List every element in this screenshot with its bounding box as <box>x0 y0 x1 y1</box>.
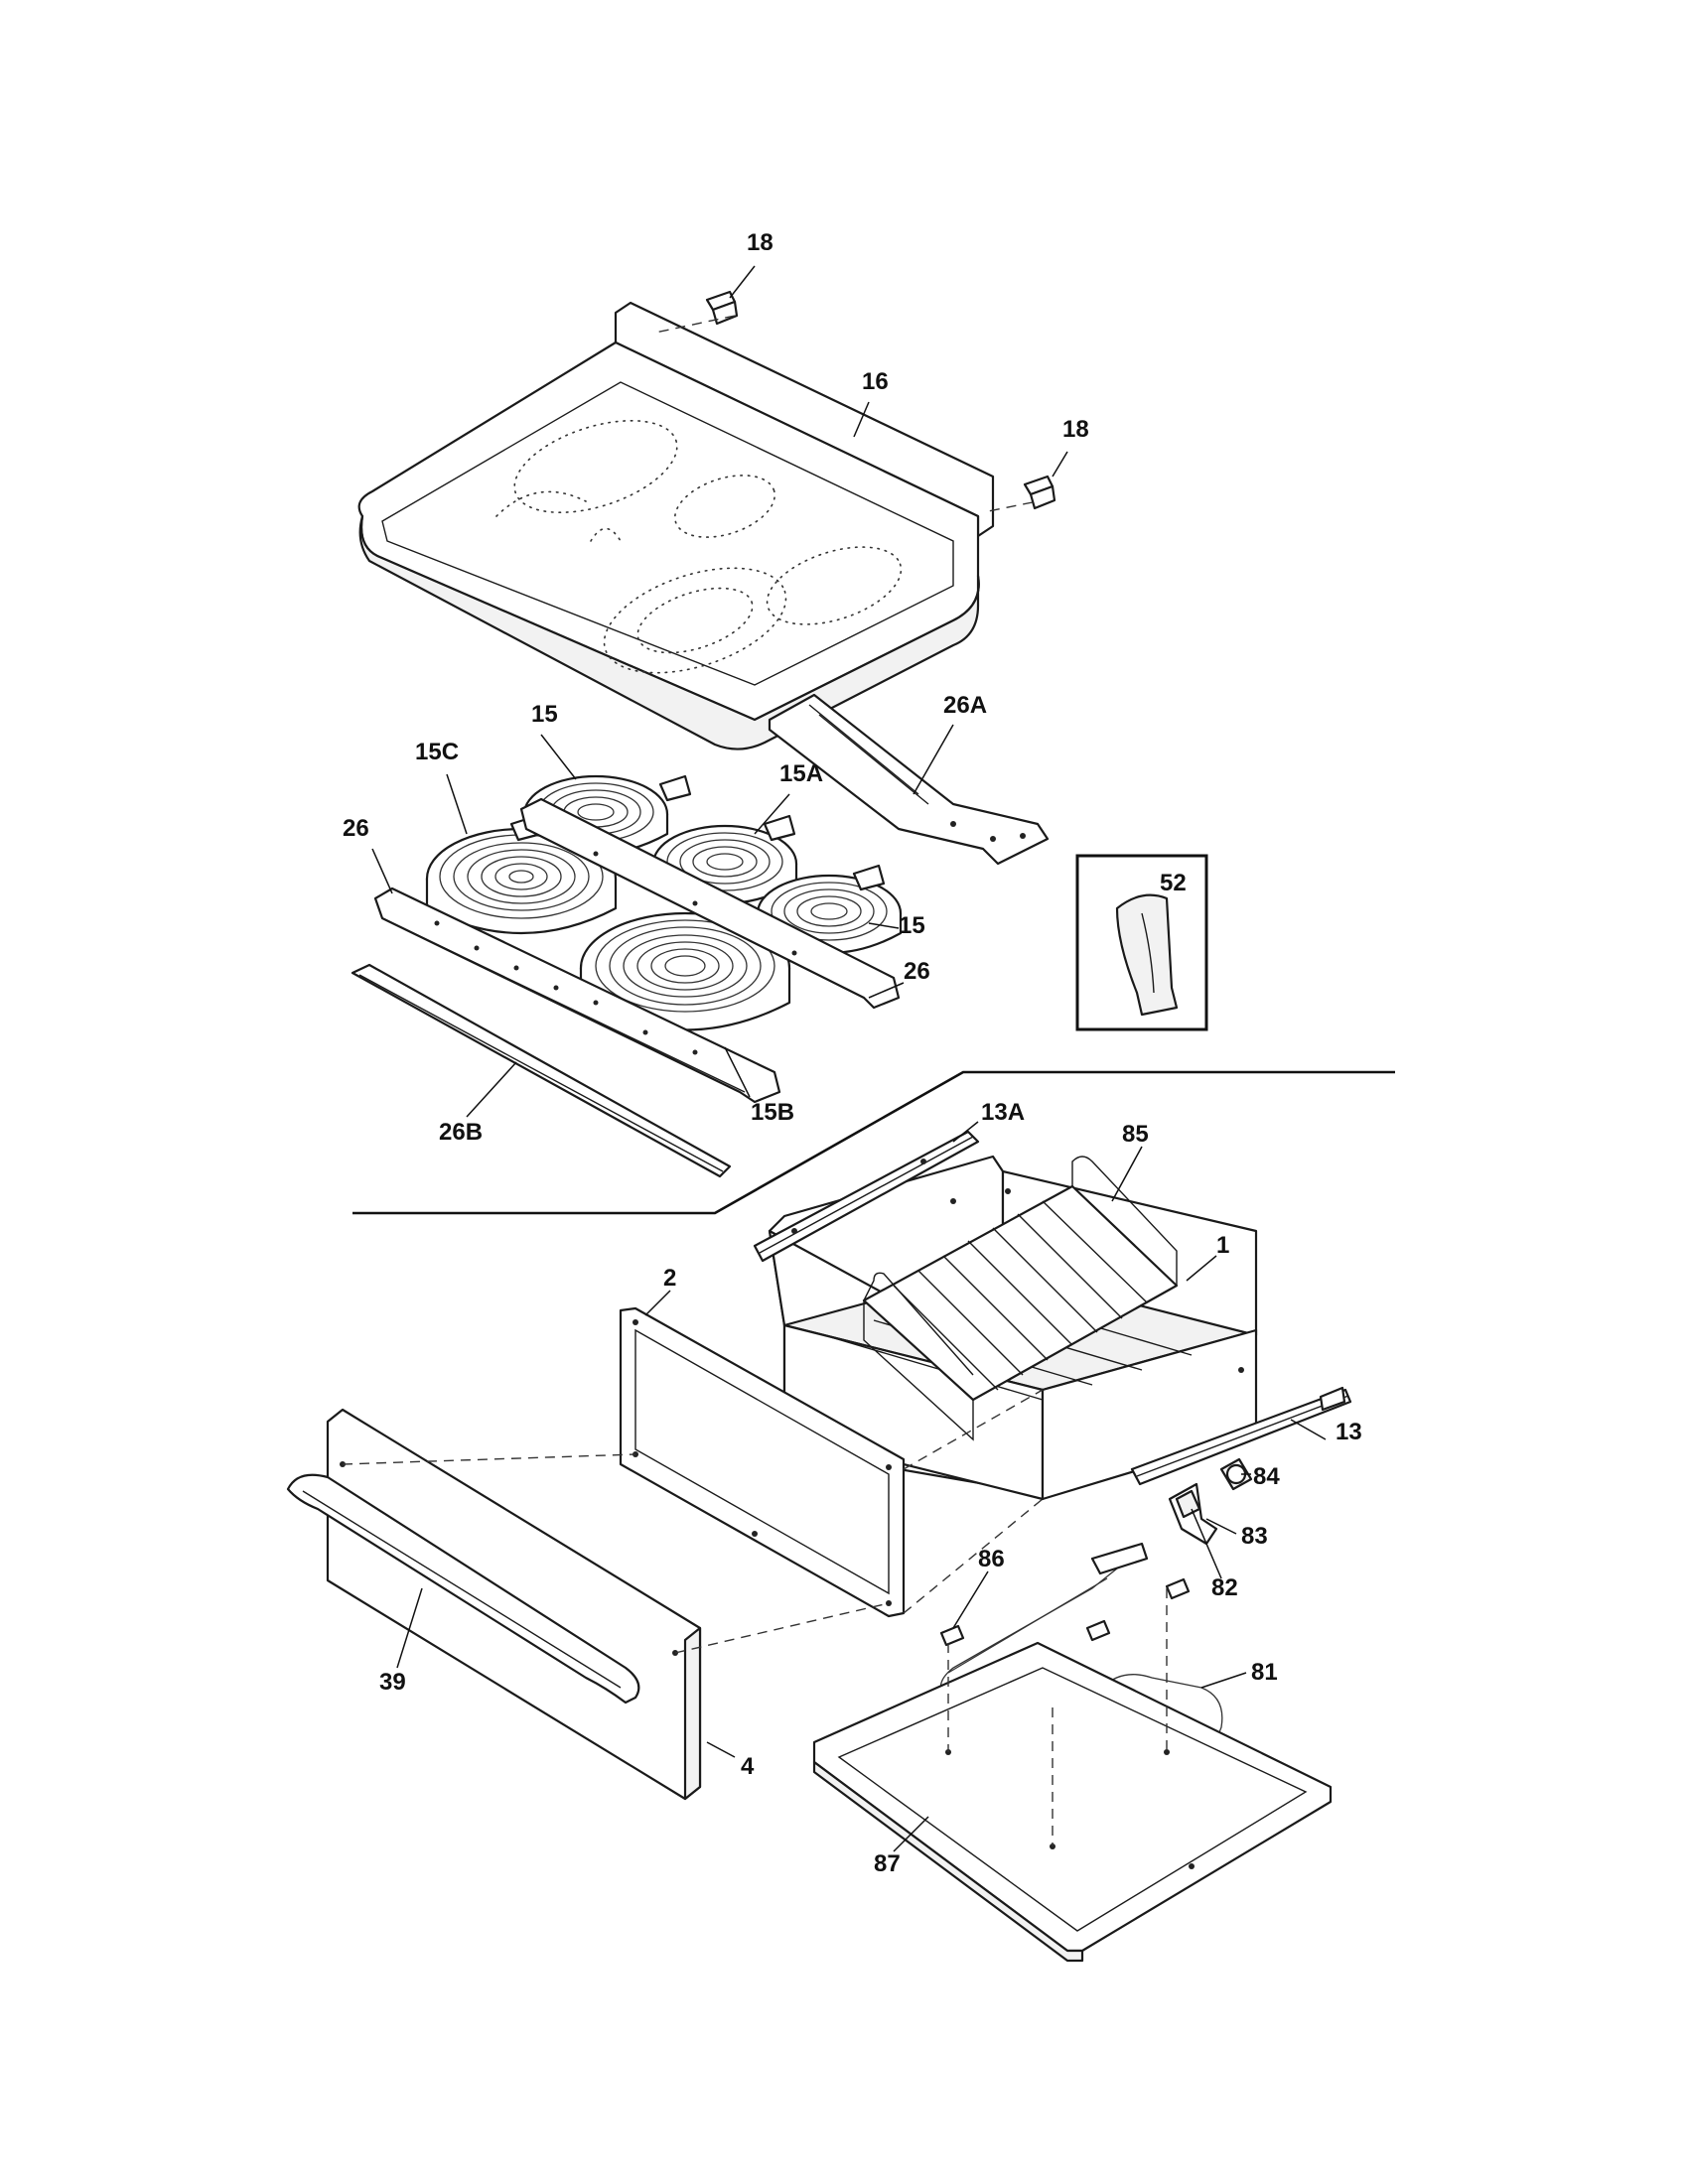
callout-18-left: 18 <box>747 229 774 256</box>
terminal-bracket-26a[interactable] <box>768 693 1050 866</box>
callout-15-top: 15 <box>531 701 558 728</box>
callout-15c: 15C <box>415 739 459 765</box>
drawer-rack[interactable] <box>862 1156 1179 1441</box>
element-support-rail-26-left[interactable] <box>373 887 781 1104</box>
callout-13a: 13A <box>981 1099 1025 1126</box>
surface-element-15c[interactable] <box>425 814 618 934</box>
element-support-rail-26-right[interactable] <box>519 797 901 1010</box>
callout-85: 85 <box>1122 1121 1149 1148</box>
callout-83: 83 <box>1241 1523 1268 1550</box>
drawer-handle[interactable] <box>286 1473 640 1705</box>
callout-2: 2 <box>663 1265 676 1292</box>
drawer-bottom-panel[interactable] <box>812 1641 1333 1963</box>
callout-26b: 26B <box>439 1119 483 1146</box>
callout-26-right: 26 <box>904 958 930 985</box>
element-clip-86[interactable] <box>939 1577 1191 1711</box>
callout-15b: 15B <box>751 1099 794 1126</box>
callout-1: 1 <box>1216 1232 1229 1259</box>
thermostat-84[interactable] <box>1219 1457 1253 1491</box>
callout-15-right: 15 <box>899 912 925 939</box>
inset-box-part-52 <box>1075 854 1208 1031</box>
cooktop-bracket-left[interactable] <box>705 290 739 326</box>
callout-87: 87 <box>874 1850 901 1877</box>
callout-26a: 26A <box>943 692 987 719</box>
callout-52: 52 <box>1160 870 1187 896</box>
callout-15a: 15A <box>779 760 823 787</box>
drawer-slide-13a[interactable] <box>753 1130 980 1263</box>
cooktop-glass-top[interactable] <box>357 301 995 751</box>
callout-18-right: 18 <box>1062 416 1089 443</box>
front-trim-strip-26b[interactable] <box>351 963 732 1178</box>
callout-4: 4 <box>741 1753 755 1780</box>
callout-86: 86 <box>978 1546 1005 1572</box>
switch-82[interactable] <box>1175 1489 1201 1519</box>
callout-39: 39 <box>379 1669 406 1696</box>
callout-82: 82 <box>1211 1574 1238 1601</box>
drawer-slide-13[interactable] <box>1130 1386 1352 1486</box>
cooktop-bracket-right[interactable] <box>1023 475 1056 510</box>
callout-26-left: 26 <box>343 815 369 842</box>
callout-13: 13 <box>1336 1419 1362 1445</box>
callout-84: 84 <box>1253 1463 1280 1490</box>
callout-81: 81 <box>1251 1659 1278 1686</box>
callout-16: 16 <box>862 368 889 395</box>
section-divider-line <box>352 1070 1395 1215</box>
